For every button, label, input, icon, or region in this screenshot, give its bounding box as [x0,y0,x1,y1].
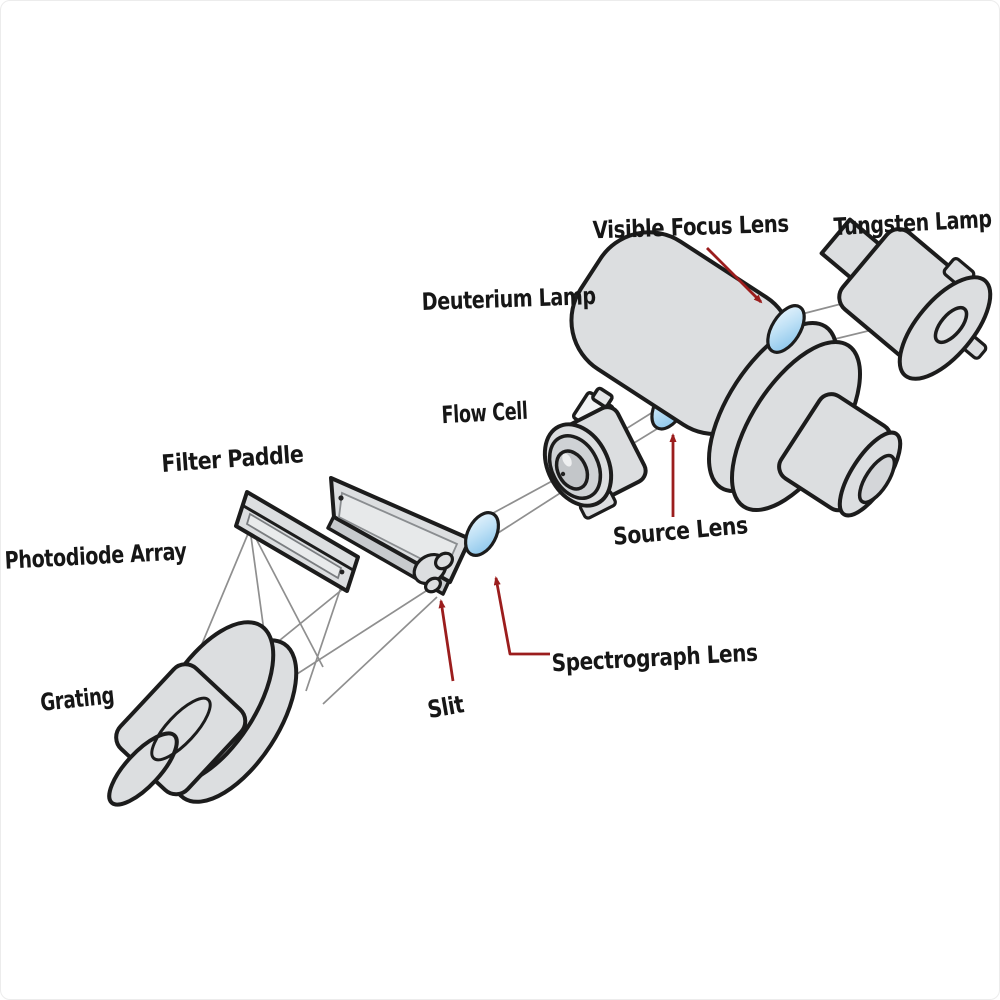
deuterium-lamp-drawing [569,230,903,518]
flow-cell-drawing [542,386,648,520]
label-flow-cell: Flow Cell [441,397,528,429]
slit-plate-drawing [326,476,472,596]
arrow-slit [438,599,455,682]
pointer-arrows [438,247,763,682]
arrow-visible-focus-lens [706,247,763,304]
slit-plate-pin [338,495,344,501]
visible-focus-lens-shape [766,304,806,354]
label-spectrograph-lens: Spectrograph Lens [551,639,758,678]
grating-drawing [107,620,299,807]
label-grating: Grating [39,681,116,717]
label-filter-paddle: Filter Paddle [161,440,305,478]
label-tungsten-lamp: Tungsten Lamp [833,205,992,241]
label-visible-focus-lens: Visible Focus Lens [592,210,789,245]
photodiode-array-drawing [234,490,360,593]
label-source-lens: Source Lens [612,511,749,551]
arrow-spectrograph-lens [493,576,550,656]
label-slit: Slit [425,690,465,724]
spectrograph-lens-shape [463,511,501,557]
label-deuterium-lamp: Deuterium Lamp [421,282,596,316]
tungsten-lamp-drawing [819,217,993,381]
label-photodiode-array: Photodiode Array [4,537,188,575]
